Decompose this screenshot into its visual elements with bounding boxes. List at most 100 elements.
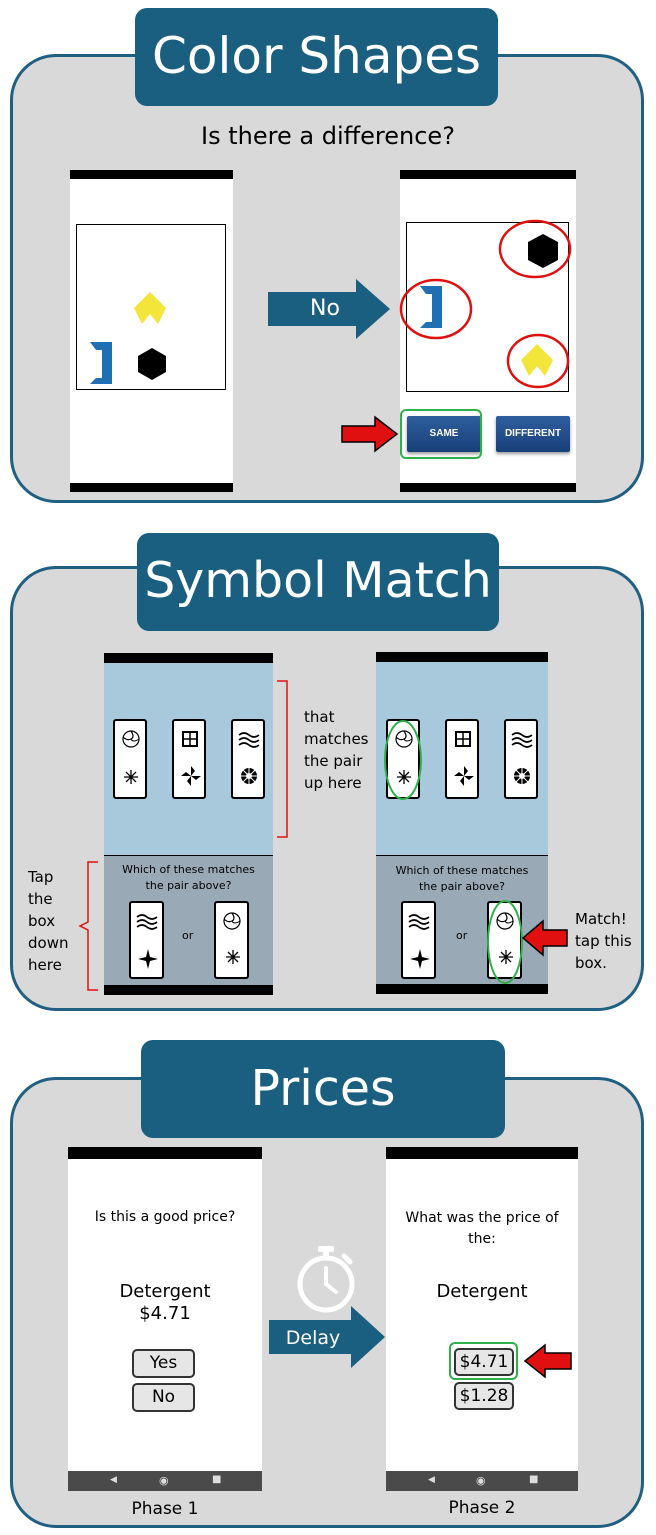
black-hexagon-shape bbox=[138, 348, 166, 380]
phone-top-bar bbox=[376, 652, 548, 662]
annotation-top-line-1: that bbox=[304, 708, 335, 726]
pinwheel-icon bbox=[454, 766, 474, 786]
symbol-phone-right: Which of these matches the pair above? o… bbox=[376, 652, 548, 994]
or-label: or bbox=[182, 929, 194, 942]
color-shapes-title: Color Shapes bbox=[135, 8, 498, 106]
no-arrow-label: No bbox=[310, 296, 340, 321]
yellow-diamond-shape bbox=[134, 292, 166, 324]
annotation-left-line-5: here bbox=[28, 956, 62, 974]
knot-icon bbox=[182, 731, 198, 747]
annotation-top-line-2: matches bbox=[304, 730, 369, 748]
symbol-choice-card-left[interactable] bbox=[401, 901, 436, 979]
waves-icon bbox=[238, 732, 260, 748]
symbol-card-top bbox=[386, 719, 420, 799]
symbol-phone-left: Which of these matches the pair above? o… bbox=[104, 653, 273, 995]
color-shapes-phone-right: SAME DIFFERENT bbox=[400, 170, 576, 492]
phone-bottom-bar bbox=[376, 984, 548, 994]
annotation-right-line-3: box. bbox=[575, 954, 607, 972]
phone-top-bar bbox=[68, 1147, 262, 1159]
recall-question-line-2: the: bbox=[468, 1231, 496, 1247]
recents-icon[interactable]: ■ bbox=[529, 1474, 539, 1485]
swirl-icon bbox=[496, 912, 514, 930]
match-highlight-ellipse bbox=[384, 720, 422, 800]
phase2-caption: Phase 2 bbox=[448, 1498, 516, 1518]
back-icon[interactable]: ◀ bbox=[428, 1475, 435, 1485]
annotation-right-line-1: Match! bbox=[575, 910, 627, 928]
wheel-icon bbox=[514, 768, 530, 784]
phone-bottom-bar bbox=[400, 483, 576, 492]
annotation-left-line-4: down bbox=[28, 934, 69, 952]
annotation-left-line-1: Tap bbox=[28, 868, 54, 886]
waves-icon bbox=[511, 732, 533, 748]
highlight-circle bbox=[498, 219, 572, 279]
android-nav-bar: ◀ ◉ ■ bbox=[68, 1471, 262, 1491]
highlight-circle bbox=[506, 333, 570, 389]
snowflake-icon bbox=[226, 950, 240, 964]
bracket-top-right bbox=[277, 680, 288, 838]
no-button[interactable]: No bbox=[132, 1383, 195, 1412]
wheel-icon bbox=[241, 768, 257, 784]
swirl-icon bbox=[223, 912, 241, 930]
item-name: Detergent bbox=[436, 1281, 528, 1302]
symbol-card-top bbox=[113, 719, 147, 799]
swirl-icon bbox=[395, 730, 413, 748]
symbol-choice-card-right[interactable] bbox=[214, 901, 249, 979]
black-hexagon-shape bbox=[528, 234, 558, 268]
home-icon[interactable]: ◉ bbox=[476, 1474, 486, 1487]
annotation-top-line-4: up here bbox=[304, 774, 362, 792]
star-icon bbox=[410, 949, 430, 969]
phone-top-bar bbox=[104, 653, 273, 663]
blue-bracket-shape bbox=[420, 286, 442, 328]
annotation-left-line-2: the bbox=[28, 890, 53, 908]
or-label: or bbox=[456, 929, 468, 942]
delay-arrow bbox=[269, 1306, 385, 1368]
prompt-line-1: Which of these matches bbox=[395, 864, 529, 877]
snowflake-icon bbox=[124, 770, 138, 784]
symbol-card-top bbox=[231, 719, 265, 799]
red-pointer-arrow-icon bbox=[341, 415, 399, 453]
home-icon[interactable]: ◉ bbox=[159, 1474, 169, 1487]
yellow-diamond-shape bbox=[521, 344, 553, 376]
phone-top-bar bbox=[70, 170, 233, 179]
item-price: $4.71 bbox=[139, 1303, 191, 1324]
recall-question-line-1: What was the price of bbox=[405, 1210, 559, 1226]
annotation-top-line-3: the pair bbox=[304, 752, 363, 770]
price-option-1-button[interactable]: $4.71 bbox=[454, 1348, 514, 1376]
yes-button[interactable]: Yes bbox=[132, 1349, 195, 1378]
different-button[interactable]: DIFFERENT bbox=[496, 416, 570, 452]
red-pointer-arrow-icon bbox=[521, 919, 568, 957]
blue-bracket-shape bbox=[90, 342, 112, 384]
price-option-2-button[interactable]: $1.28 bbox=[454, 1382, 514, 1410]
recents-icon[interactable]: ■ bbox=[212, 1474, 222, 1485]
prices-phone-phase2: What was the price of the: Detergent $4.… bbox=[386, 1147, 578, 1491]
correct-price-highlight bbox=[449, 1342, 518, 1380]
symbol-card-top bbox=[504, 719, 538, 799]
stopwatch-icon bbox=[297, 1246, 355, 1313]
shape-frame bbox=[76, 224, 226, 390]
symbol-card-top bbox=[172, 719, 206, 799]
prices-title: Prices bbox=[141, 1040, 505, 1138]
star-icon bbox=[138, 949, 158, 969]
back-icon[interactable]: ◀ bbox=[110, 1475, 117, 1485]
waves-icon bbox=[136, 914, 158, 930]
phone-top-bar bbox=[400, 170, 576, 179]
prompt-line-2: the pair above? bbox=[145, 879, 232, 892]
snowflake-icon bbox=[397, 770, 411, 784]
symbol-card-top bbox=[445, 719, 479, 799]
annotation-left-line-3: box bbox=[28, 912, 56, 930]
phone-top-bar bbox=[386, 1147, 578, 1159]
no-arrow bbox=[268, 279, 390, 339]
phase1-caption: Phase 1 bbox=[131, 1499, 199, 1519]
color-shapes-question: Is there a difference? bbox=[201, 122, 455, 150]
symbol-choice-card-left[interactable] bbox=[129, 901, 164, 979]
prices-phone-phase1: Is this a good price? Detergent $4.71 Ye… bbox=[68, 1147, 262, 1491]
prompt-line-1: Which of these matches bbox=[122, 863, 255, 876]
same-button[interactable]: SAME bbox=[407, 416, 481, 452]
swirl-icon bbox=[122, 730, 140, 748]
waves-icon bbox=[408, 914, 430, 930]
phone-bottom-bar bbox=[70, 483, 233, 492]
match-highlight-ellipse bbox=[487, 900, 523, 984]
same-button-highlight bbox=[400, 409, 482, 459]
pinwheel-icon bbox=[181, 766, 201, 786]
android-nav-bar: ◀ ◉ ■ bbox=[386, 1471, 578, 1491]
